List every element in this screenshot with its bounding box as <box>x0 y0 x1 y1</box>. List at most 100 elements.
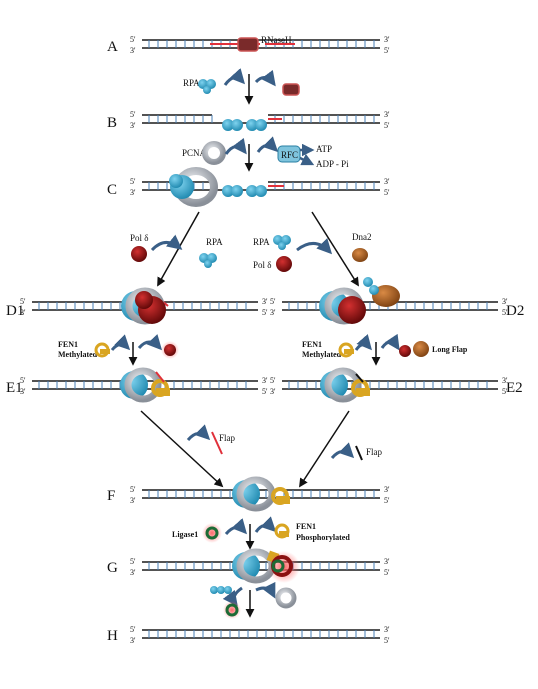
five-prime-end-label: 5' <box>262 387 268 396</box>
pol-delta-icon <box>399 345 411 357</box>
five-prime-end-label: 5' <box>130 177 136 186</box>
rpa-icon <box>224 586 232 594</box>
rnaseh-enzyme-a <box>237 37 259 52</box>
step-arrow-e2-f <box>299 410 350 488</box>
three-prime-end-label: 3' <box>20 387 26 396</box>
methylated-label-right: Methylated <box>302 350 342 359</box>
rpa-icon <box>204 260 212 268</box>
rpa-icon <box>231 119 243 131</box>
rpa-complex-left <box>199 253 217 268</box>
rfc-complex <box>277 145 301 163</box>
pol-delta-label-left: Pol δ <box>130 233 149 243</box>
flap-label-left: Flap <box>219 433 236 443</box>
replisome-g <box>232 548 300 584</box>
rpa-label-left: RPA <box>206 237 223 247</box>
rpa-icon <box>246 119 258 131</box>
five-prime-end-label: 5' <box>384 496 390 505</box>
five-prime-end-label: 5' <box>384 188 390 197</box>
replisome-d2 <box>319 277 400 325</box>
five-prime-end-label: 5' <box>20 297 26 306</box>
three-prime-end-label: 3' <box>262 376 268 385</box>
pcna-icon <box>124 367 162 403</box>
rpa-complex-b <box>222 119 267 131</box>
curved-arrow-fg-left <box>224 518 248 536</box>
rpa-complex-gh <box>210 586 232 594</box>
fen1-phos-label: FEN1 <box>296 522 316 531</box>
strand-end-labels: 5' 3' 3' 5' 5' 3' 3' 5' 5' 3' 3' 5' 5' 3' 3' 5' 5' 3' 3' 5'… <box>20 35 508 645</box>
rpa-icon <box>210 586 218 594</box>
adp-label: ADP - Pi <box>316 159 349 169</box>
three-prime-end-label: 3' <box>270 308 276 317</box>
five-prime-end-label: 5' <box>130 557 136 566</box>
three-prime-end-label: 3' <box>384 625 390 634</box>
five-prime-end-label: 5' <box>20 376 26 385</box>
pcna-label: PCNA <box>182 148 207 158</box>
pcna-icon <box>202 141 226 165</box>
rpa-icon <box>255 119 267 131</box>
dna-duplexes <box>32 39 498 639</box>
rpa-icon <box>363 277 373 287</box>
three-prime-end-label: 3' <box>130 188 136 197</box>
pol-delta-icon <box>338 296 366 324</box>
dna2-icon <box>372 285 400 307</box>
five-prime-end-label: 5' <box>384 636 390 645</box>
rpa-icon <box>246 185 258 197</box>
adp-arrow <box>299 153 315 166</box>
rpa-label-ab: RPA <box>183 78 200 88</box>
five-prime-end-label: 5' <box>384 568 390 577</box>
step-arrow-e1-f <box>140 410 224 488</box>
dna-flap-released <box>355 445 363 461</box>
ligase-glow-icon <box>202 523 222 543</box>
step-label-a: A <box>107 39 118 55</box>
step-label-b: B <box>107 115 117 131</box>
curved-arrow-de1-right <box>137 334 163 351</box>
five-prime-end-label: 5' <box>130 485 136 494</box>
curved-arrow-de2-left <box>354 334 372 351</box>
curved-arrow-flap-left <box>186 424 211 442</box>
curved-arrow-bc-right <box>256 136 279 153</box>
five-prime-end-label: 5' <box>502 308 508 317</box>
three-prime-end-label: 3' <box>130 496 136 505</box>
three-prime-end-label: 3' <box>130 46 136 55</box>
rpa-icon <box>222 185 234 197</box>
rpa-complex-c <box>222 185 267 197</box>
rpa-icon <box>169 174 183 188</box>
duplex-h <box>142 629 380 639</box>
three-prime-end-label: 3' <box>130 568 136 577</box>
rna-flap-released <box>211 431 223 455</box>
dna2-icon <box>352 248 368 262</box>
curved-arrow-de1-left <box>110 334 131 351</box>
curved-arrow-pol-left <box>150 234 183 252</box>
curved-arrow-flap-right <box>330 442 355 460</box>
pcna-icon <box>275 587 297 609</box>
rnaseh-label: RNaseH <box>261 35 292 45</box>
step-arrow-c-d2 <box>311 211 359 287</box>
rpa-icon <box>369 285 379 295</box>
three-prime-end-label: 3' <box>384 177 390 186</box>
curved-arrow-gh-right <box>255 581 276 599</box>
three-prime-end-label: 3' <box>384 485 390 494</box>
rpa-icon <box>255 185 267 197</box>
step-label-g: G <box>107 560 118 576</box>
five-prime-end-label: 5' <box>502 387 508 396</box>
step-label-d1: D1 <box>6 303 24 319</box>
pol-delta-icon <box>164 344 176 356</box>
rnaseh-icon <box>237 37 259 52</box>
pol-delta-icon <box>131 246 147 262</box>
fen1-icon <box>156 388 170 396</box>
pcna-ring-bc <box>202 141 226 165</box>
three-prime-end-label: 3' <box>20 308 26 317</box>
step-label-c: C <box>107 182 117 198</box>
five-prime-end-label: 5' <box>130 35 136 44</box>
rpa-icon <box>217 586 225 594</box>
long-flap-label: Long Flap <box>432 345 468 354</box>
five-prime-end-label: 5' <box>270 297 276 306</box>
pcna-clamp-c <box>169 167 218 207</box>
pcna-icon <box>324 367 362 403</box>
dna-flap-e2 <box>355 373 364 383</box>
atp-label: ATP <box>316 144 332 154</box>
three-prime-end-label: 3' <box>384 110 390 119</box>
step-label-h: H <box>107 628 118 644</box>
duplex-e2 <box>282 380 498 390</box>
five-prime-end-label: 5' <box>130 625 136 634</box>
